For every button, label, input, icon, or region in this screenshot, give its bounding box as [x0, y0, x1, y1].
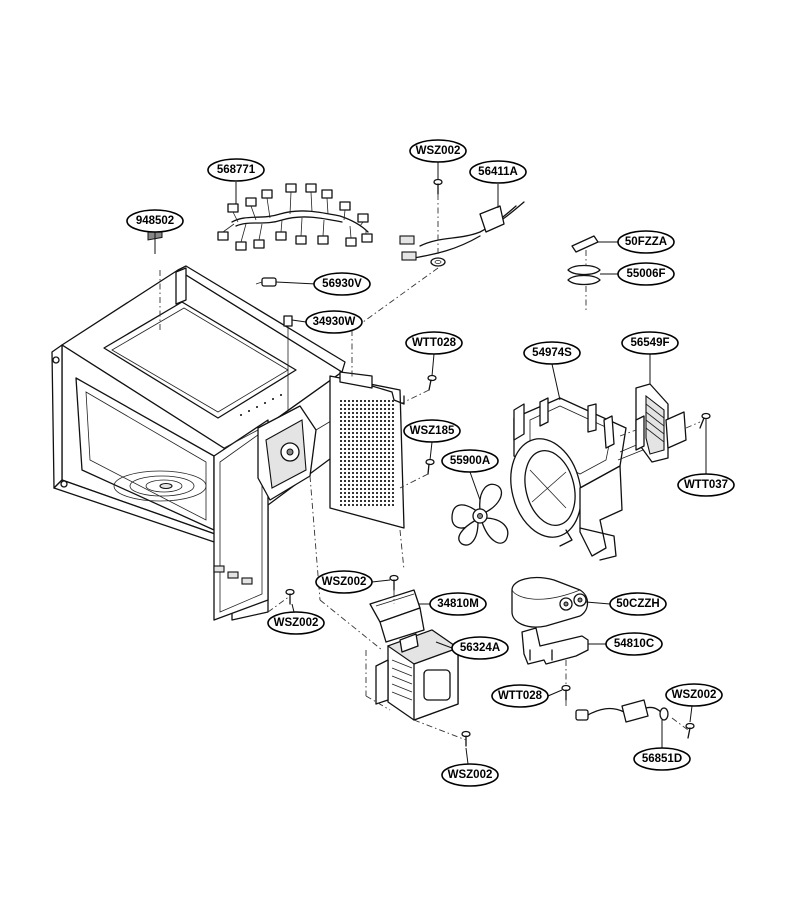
svg-text:568771: 568771 [217, 164, 256, 176]
bracket-34810m [369, 589, 425, 643]
part-34930w-sensor [283, 315, 293, 410]
part-label-56411a: 56411A [469, 160, 527, 184]
svg-text:WTT037: WTT037 [684, 479, 728, 491]
screw-wtt028-b [561, 684, 571, 701]
part-label-54810c: 54810C [605, 632, 663, 656]
part-label-54974s: 54974S [523, 341, 581, 365]
svg-text:55900A: 55900A [450, 455, 490, 467]
part-label-56851d: 56851D [633, 747, 691, 771]
svg-text:34810M: 34810M [437, 598, 479, 610]
svg-text:54974S: 54974S [532, 347, 572, 359]
svg-text:WSZ002: WSZ002 [672, 689, 717, 701]
part-label-948502: 948502 [126, 209, 184, 233]
svg-text:56851D: 56851D [642, 753, 682, 765]
part-label-56930v: 56930V [313, 272, 371, 296]
svg-text:WSZ002: WSZ002 [274, 617, 319, 629]
svg-text:WSZ002: WSZ002 [322, 576, 367, 588]
part-label-wsz002-mid: WSZ002 [315, 570, 373, 594]
part-label-wtt028-b: WTT028 [491, 684, 549, 708]
part-label-56324a: 56324A [451, 636, 509, 660]
part-label-568771: 568771 [207, 158, 265, 182]
part-label-wsz002-top: WSZ002 [409, 139, 467, 163]
part-55006f-holder [567, 264, 601, 286]
svg-text:WTT028: WTT028 [498, 690, 543, 702]
part-label-50czzh: 50CZZH [609, 592, 667, 616]
svg-text:50CZZH: 50CZZH [616, 598, 659, 610]
svg-text:56324A: 56324A [460, 642, 500, 654]
part-label-wsz002-left: WSZ002 [267, 611, 325, 635]
svg-text:WSZ002: WSZ002 [448, 769, 493, 781]
svg-text:948502: 948502 [136, 215, 174, 227]
back-vent-panel [329, 371, 405, 529]
magnetron-56324a [375, 629, 460, 721]
part-label-wsz185: WSZ185 [403, 419, 461, 443]
screw-wtt028-a [427, 374, 437, 391]
screw-wtt037 [699, 412, 711, 429]
part-label-34810m: 34810M [429, 592, 487, 616]
part-50fzza-fuse [571, 235, 599, 253]
part-label-wtt028-a: WTT028 [405, 331, 463, 355]
svg-text:50FZZA: 50FZZA [625, 236, 667, 248]
part-label-55900a: 55900A [441, 449, 499, 473]
assembly-lines [159, 194, 701, 741]
svg-text:55006F: 55006F [626, 268, 665, 280]
svg-text:WTT028: WTT028 [412, 337, 457, 349]
screw-wsz002-top [433, 178, 443, 195]
screw-wsz185 [425, 458, 435, 475]
part-56930v-fuse [255, 277, 277, 287]
svg-text:56411A: 56411A [478, 166, 518, 178]
screw-wsz002-bottom [461, 730, 471, 747]
fan-duct-54974s [510, 397, 649, 561]
svg-text:34930W: 34930W [313, 316, 356, 328]
part-label-50fzza: 50FZZA [617, 230, 675, 254]
part-label-wsz002-bottom: WSZ002 [441, 763, 499, 787]
capacitor-50czzh [511, 576, 589, 628]
fan-blade-55900a [451, 483, 509, 546]
screw-wsz002-left [285, 588, 295, 605]
diode-56851d [575, 699, 669, 723]
bracket-54810c [521, 627, 589, 665]
svg-text:56930V: 56930V [322, 278, 362, 290]
part-label-55006f: 55006F [617, 262, 675, 286]
screw-wsz002-mid [389, 574, 399, 591]
svg-text:54810C: 54810C [614, 638, 654, 650]
svg-text:WSZ185: WSZ185 [410, 425, 455, 437]
screw-wsz002-right [685, 722, 695, 739]
fan-motor-56549f [635, 383, 687, 463]
oven-cavity [51, 265, 346, 621]
part-label-wtt037: WTT037 [677, 473, 735, 497]
part-label-wsz002-right: WSZ002 [665, 683, 723, 707]
part-label-56549f: 56549F [621, 331, 679, 355]
svg-text:56549F: 56549F [630, 337, 669, 349]
power-cord [399, 201, 525, 267]
leader-lines [154, 162, 707, 765]
svg-text:WSZ002: WSZ002 [416, 145, 461, 157]
wiring-harness [217, 183, 373, 251]
part-label-34930w: 34930W [305, 310, 363, 334]
